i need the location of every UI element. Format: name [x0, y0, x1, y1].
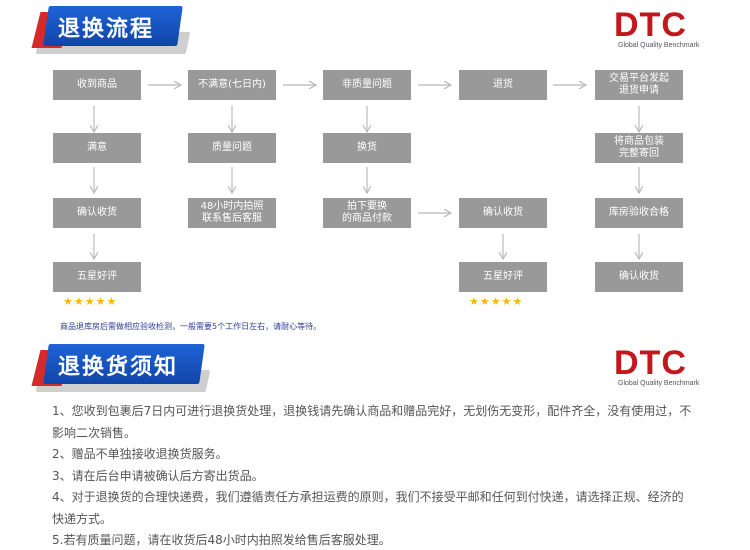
flow-box-ship-back: 将商品包装 完整寄回 — [595, 133, 683, 163]
section-title-process: 退换流程 — [58, 17, 155, 42]
flow-box-return: 退货 — [459, 70, 547, 100]
flow-note: 商品退库房后需做相应验收检测，一般需要5个工作日左右，请耐心等待。 — [60, 322, 322, 331]
flow-box-confirm-receipt-2: 确认收货 — [459, 198, 547, 228]
flow-box-photo-contact: 48小时内拍照 联系售后客服 — [188, 198, 276, 228]
flow-box-warehouse-check: 库房验收合格 — [595, 198, 683, 228]
flow-box-quality-issue: 质量问题 — [188, 133, 276, 163]
flow-box-confirm-receipt-3: 确认收货 — [595, 262, 683, 292]
section-banner-notice: 退换货须知 — [31, 344, 211, 392]
flow-box-receive-goods: 收到商品 — [53, 70, 141, 100]
flow-box-five-star-1: 五星好评 — [53, 262, 141, 292]
flow-box-confirm-receipt-1: 确认收货 — [53, 198, 141, 228]
dtc-logo: DTC Global Quality Benchmark — [614, 6, 714, 52]
stars-rating-1: ★★★★★ — [63, 295, 118, 308]
logo-brand-2: DTC — [614, 344, 687, 382]
dtc-logo-2: DTC Global Quality Benchmark — [614, 344, 714, 390]
notice-item-1: 1、您收到包裹后7日内可进行退换货处理，退换钱请先确认商品和赠品完好，无划伤无变… — [52, 404, 692, 440]
logo-brand: DTC — [614, 6, 687, 44]
notice-list: 1、您收到包裹后7日内可进行退换货处理，退换钱请先确认商品和赠品完好，无划伤无变… — [52, 401, 692, 550]
logo-tagline-2: Global Quality Benchmark — [618, 380, 700, 387]
flow-box-five-star-2: 五星好评 — [459, 262, 547, 292]
section-banner-process: 退换流程 — [31, 6, 191, 54]
notice-item-4: 4、对于退换货的合理快递费，我们遵循责任方承担运费的原则，我们不接受平邮和任何到… — [52, 490, 684, 526]
logo-tagline: Global Quality Benchmark — [618, 42, 700, 49]
flow-box-exchange: 换货 — [323, 133, 411, 163]
flow-box-satisfied: 满意 — [53, 133, 141, 163]
flow-box-platform-request: 交易平台发起 退货申请 — [595, 70, 683, 100]
stars-rating-2: ★★★★★ — [469, 295, 524, 308]
notice-item-2: 2、赠品不单独接收退换货服务。 — [52, 447, 228, 461]
section-title-notice: 退换货须知 — [58, 355, 179, 380]
notice-item-5: 5.若有质量问题，请在收货后48小时内拍照发给售后客服处理。 — [52, 533, 391, 547]
flow-box-non-quality-issue: 非质量问题 — [323, 70, 411, 100]
flow-box-order-replacement: 拍下要换 的商品付款 — [323, 198, 411, 228]
flow-box-unsatisfied: 不满意(七日内) — [188, 70, 276, 100]
notice-item-3: 3、请在后台申请被确认后方寄出货品。 — [52, 468, 264, 483]
